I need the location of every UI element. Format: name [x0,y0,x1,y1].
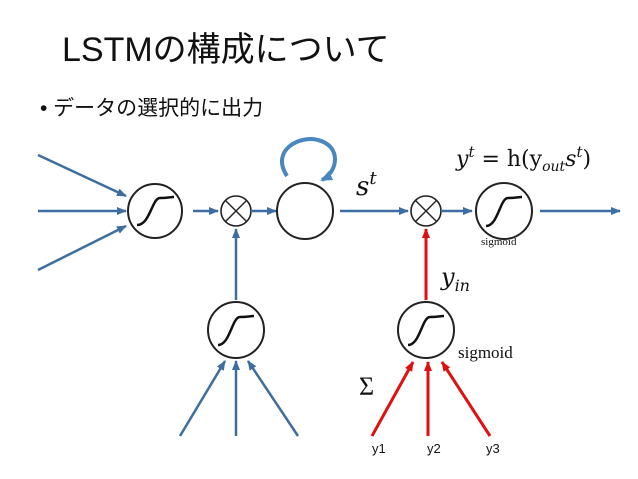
red-input-arrows [370,361,492,437]
input-gate-sigmoid-node [207,301,265,359]
input-arrows-lower-left [178,360,300,437]
input-label-y2: y2 [427,441,441,456]
gate-input-label: yin [440,263,470,295]
output-equation: yt = h(youtst) [455,143,591,175]
input-arrows-left [37,153,127,272]
multiply-node-input [220,195,252,227]
cell-node [276,182,334,240]
input-label-y1: y1 [372,441,386,456]
sigmoid-label-gate: sigmoid [458,343,513,362]
sigmoid-label-top: sigmoid [481,236,517,248]
self-loop-arrow [279,137,337,182]
bullet-text: • データの選択的に出力 [40,97,264,120]
input-label-y3: y3 [486,441,500,456]
sigma-label: Σ [359,372,374,401]
multiply-node-output [410,195,442,227]
page-title: LSTMの構成について [62,31,390,69]
state-label: st [356,168,377,202]
output-gate-sigmoid-node [397,301,455,359]
output-sigmoid-node [475,182,533,240]
input-sigmoid-node [127,183,183,239]
